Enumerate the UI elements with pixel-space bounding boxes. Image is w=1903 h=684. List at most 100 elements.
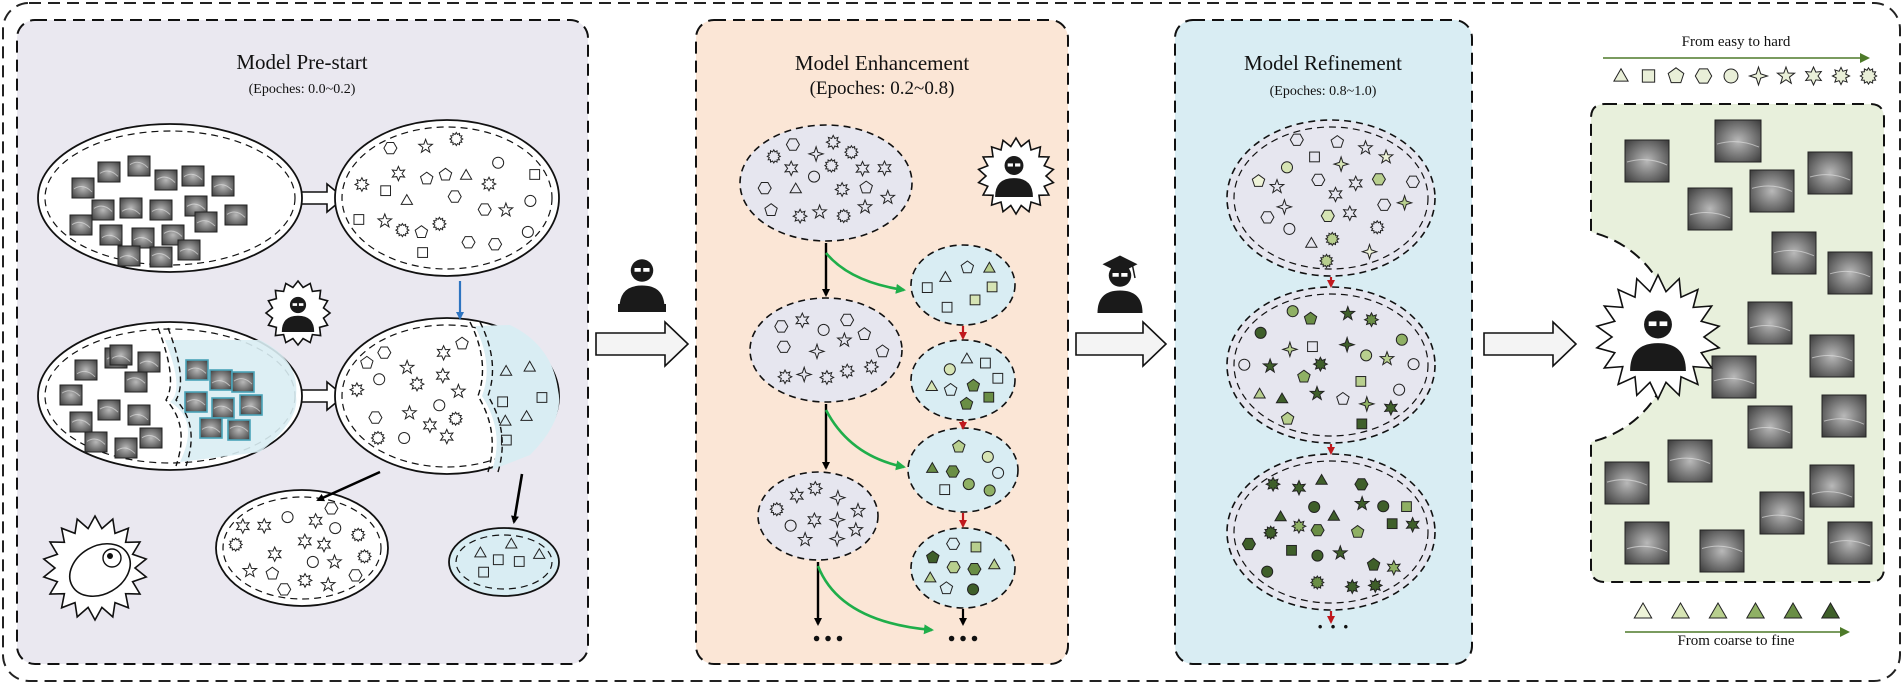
circle-shape xyxy=(1360,349,1373,362)
hexagon-shape xyxy=(840,313,855,327)
thumbnail-frame xyxy=(109,344,133,366)
thumbnail-detail xyxy=(126,377,146,384)
star5-shape xyxy=(450,382,467,399)
square-shape xyxy=(500,434,512,446)
pentagon-shape xyxy=(943,382,958,396)
thumbnail-frame xyxy=(239,394,263,416)
star6-shape xyxy=(267,545,282,563)
circle-shape xyxy=(1393,383,1406,396)
infrared-thumbnail xyxy=(177,239,201,261)
thumbnail-detail xyxy=(1811,491,1853,498)
pentagon-shape xyxy=(764,203,778,216)
star4-shape xyxy=(807,145,825,163)
person-glasses-figure xyxy=(995,156,1033,197)
thumbnail-detail xyxy=(1626,159,1668,166)
thumbnail-frame xyxy=(227,419,251,441)
pentagon-shape xyxy=(265,566,280,580)
thumbnail-frame xyxy=(1624,521,1670,565)
infrared-thumbnail xyxy=(124,371,148,393)
stage-arrow-3 xyxy=(1483,320,1578,368)
circle-shape xyxy=(1238,358,1251,371)
thumbnail-detail xyxy=(119,255,139,262)
star8-shape xyxy=(825,134,842,151)
star6-shape xyxy=(1386,559,1402,577)
infrared-thumbnail xyxy=(211,397,235,419)
square-shape xyxy=(478,566,489,578)
hexagon-shape xyxy=(383,142,398,155)
thumbnail-detail xyxy=(163,230,183,237)
thumbnail-detail xyxy=(86,438,106,445)
triangle-shape xyxy=(504,537,518,549)
star4-shape xyxy=(1275,198,1294,216)
pentagon-shape xyxy=(438,167,453,181)
enhancement-epochs: (Epoches: 0.2~0.8) xyxy=(809,78,955,99)
thumbnail-detail xyxy=(151,208,171,215)
triangle-shape xyxy=(499,364,513,376)
pentagon-shape xyxy=(1350,524,1365,538)
circle-shape xyxy=(433,399,446,412)
circle-shape xyxy=(1395,333,1408,346)
square-shape xyxy=(970,541,982,553)
circle-shape xyxy=(1407,358,1420,371)
star5-shape xyxy=(1339,305,1356,321)
star12-shape xyxy=(448,131,464,147)
star5-shape xyxy=(398,358,416,375)
thumbnail-detail xyxy=(1749,324,1791,332)
star12-shape xyxy=(448,411,464,427)
thumbnail-frame xyxy=(97,161,121,183)
legend-hexagon xyxy=(1694,68,1713,84)
star12-shape xyxy=(836,208,852,224)
infrared-thumbnail xyxy=(1667,439,1713,483)
thumbnail-frame xyxy=(139,427,163,449)
star6-shape xyxy=(297,532,313,550)
cluster-inner xyxy=(44,130,296,266)
star12-shape xyxy=(823,158,839,174)
square-shape xyxy=(1355,376,1367,387)
thumbnail-frame xyxy=(74,359,98,381)
thumbnail-detail xyxy=(1716,141,1760,148)
square-shape xyxy=(1307,341,1318,353)
triangle-shape xyxy=(520,409,534,421)
cell-icon xyxy=(42,514,148,622)
split-boundary xyxy=(157,327,182,467)
glasses xyxy=(1659,321,1668,327)
infrared-thumbnail xyxy=(139,427,163,449)
split-boundary xyxy=(167,327,192,467)
hexagon-shape xyxy=(348,569,363,582)
thumbnail-frame xyxy=(69,214,93,236)
hexagon-shape xyxy=(946,561,961,574)
glasses xyxy=(643,268,650,272)
star8-shape xyxy=(1363,311,1380,328)
glasses xyxy=(1112,273,1119,277)
star5-shape xyxy=(879,188,896,205)
cluster-outline xyxy=(910,244,1016,326)
thumbnail-detail xyxy=(1669,457,1711,464)
glasses xyxy=(1648,321,1657,327)
enhancement-title: Model Enhancement xyxy=(794,51,970,75)
thumbnail-frame xyxy=(199,417,223,439)
circle-shape xyxy=(373,373,386,386)
ref-cluster-3 xyxy=(1226,453,1436,611)
thumbnail-detail xyxy=(241,405,261,412)
legend-triangle-shade xyxy=(1633,602,1653,619)
split-boundary xyxy=(469,321,493,473)
circle-shape xyxy=(1254,326,1267,339)
star12-shape xyxy=(350,527,366,543)
body xyxy=(1097,290,1143,313)
triangle-shape xyxy=(789,182,803,194)
circle-shape xyxy=(962,478,975,491)
hexagon-shape xyxy=(1241,537,1256,551)
triangle-shape xyxy=(1274,509,1288,522)
pentagon-shape xyxy=(926,550,940,564)
hexagon-shape xyxy=(1310,524,1325,537)
star6-shape xyxy=(795,311,810,329)
enh-hard-4 xyxy=(910,527,1016,609)
star5-shape xyxy=(319,576,337,592)
square-shape xyxy=(1401,501,1412,512)
thumbnail-frame xyxy=(1687,187,1733,231)
square-shape xyxy=(492,554,504,566)
cluster-inner xyxy=(222,496,382,600)
star12-shape xyxy=(1309,575,1325,590)
legend-square xyxy=(1641,69,1656,83)
thumbnail-frame xyxy=(1807,151,1853,195)
